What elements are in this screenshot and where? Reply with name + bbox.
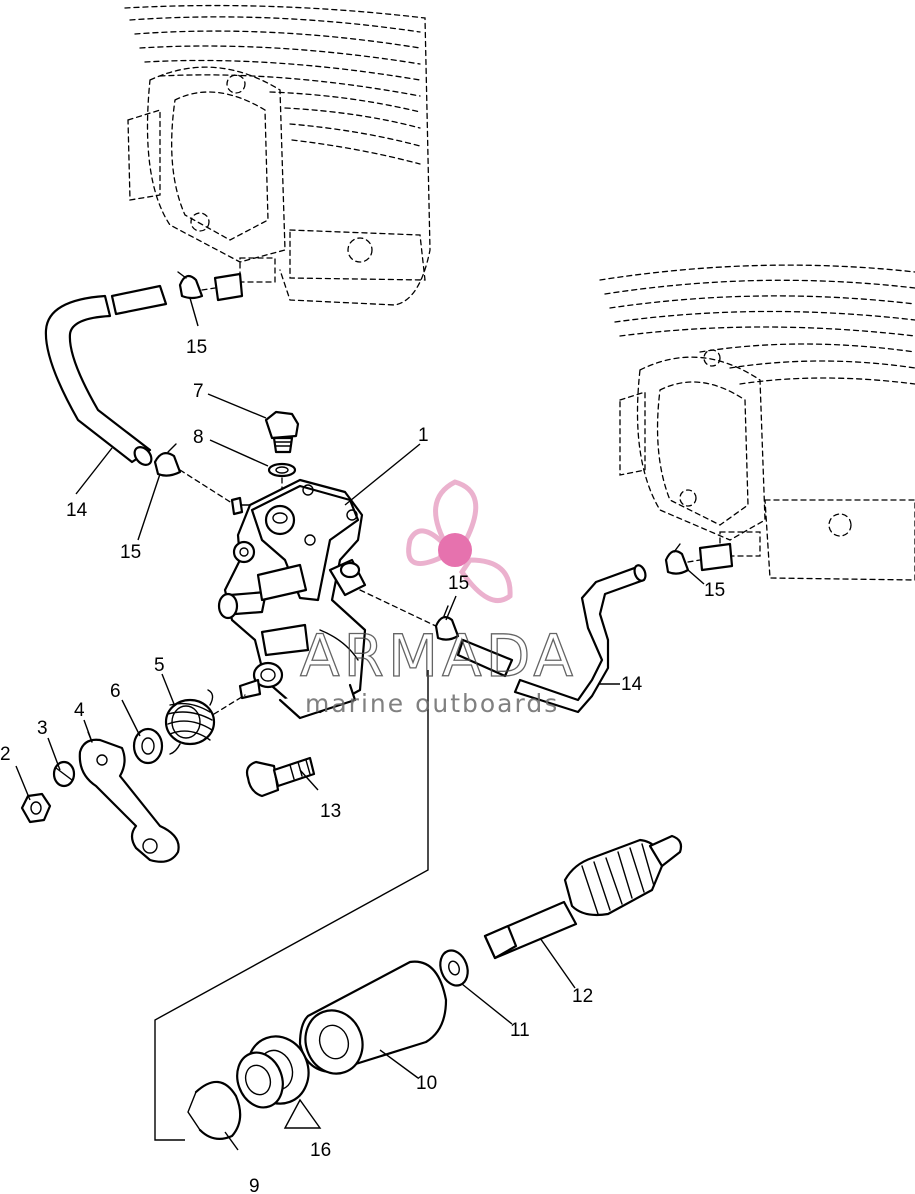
mounting-bolt [245,756,316,798]
callout-11: 11 [510,1020,530,1041]
control-lever [78,731,180,863]
hose-clamp-middle [434,605,460,641]
armada-watermark: ARMADA marine outboards [299,479,577,718]
watermark-brand: ARMADA [300,622,577,690]
oil-pump-body [217,478,367,720]
hose-clamp-right [664,543,690,575]
callout-4: 4 [74,700,85,721]
hose-right [456,564,647,714]
callout-3: 3 [37,718,48,739]
hose-clamp-top [177,271,204,300]
callout-9: 9 [249,1176,260,1194]
cylinder-left [124,4,431,306]
flat-washer-hole [141,737,155,755]
banjo-bolt [264,410,300,454]
callout-10: 10 [416,1073,437,1094]
fitting-right [698,542,734,572]
callout-15-left: 15 [120,542,141,563]
callout-14-left: 14 [66,500,88,521]
oil-seals [236,1035,310,1109]
callout-5: 5 [154,655,165,676]
callout-14-right: 14 [621,674,643,695]
drive-gear-shaft [483,834,683,960]
callout-leaders [15,297,705,1151]
callout-8: 8 [193,427,204,448]
sealing-washer [267,462,297,478]
callout-12: 12 [572,986,593,1007]
callout-15-right: 15 [704,580,725,601]
snap-ring [187,1080,242,1141]
callout-6: 6 [110,681,121,702]
callout-2: 2 [0,744,11,765]
hex-nut [20,792,52,824]
hose-upper-left [44,284,168,466]
callout-7: 7 [193,381,204,402]
callout-1: 1 [418,425,429,446]
fitting-top [213,272,244,302]
callout-labels: 1 2 3 4 5 6 7 8 9 10 11 12 13 14 14 15 1… [0,337,725,1194]
watermark-tagline: marine outboards [305,689,559,718]
cylinder-right [599,264,915,581]
callout-15-top: 15 [186,337,207,358]
hose-left-connection-dash [179,469,236,506]
sealing-washer-hole [275,466,289,474]
spring-axis-dash [213,694,246,715]
thrust-washer [439,949,469,987]
lock-washer [52,760,76,788]
fitting-top-dash [201,287,216,291]
hose-right-connection-dash [359,589,441,629]
callout-16: 16 [310,1140,331,1161]
flat-washer [132,727,164,765]
return-spring [164,689,216,755]
thrust-washer-hole [448,960,460,976]
fitting-right-dash [687,559,701,563]
hose-clamp-left [153,443,182,477]
callout-13: 13 [320,801,341,822]
callout-15-middle: 15 [448,573,469,594]
propeller-icon [406,479,513,603]
shaft-bushing [298,960,448,1075]
assembly-leader-line [154,670,429,1141]
